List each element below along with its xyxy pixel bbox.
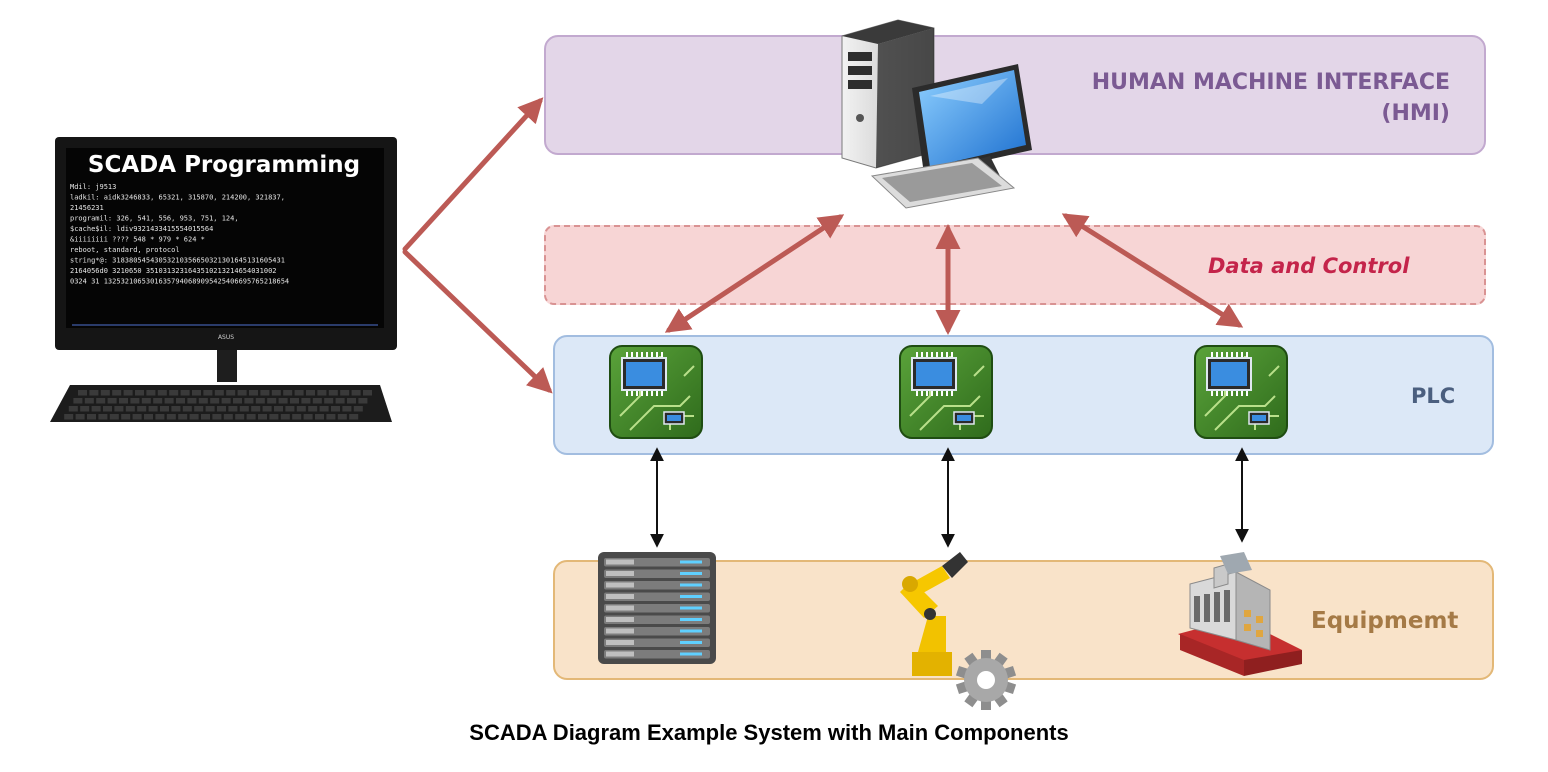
- arrow-programming-to-hmi: [402, 97, 544, 252]
- programming-code-line: &iiiiiiii ???? 548 * 979 * 624 *: [70, 236, 205, 244]
- robot-arm-icon: [900, 552, 968, 676]
- arrow-programming-to-plc: [402, 249, 553, 394]
- circuit-board-icon: [899, 345, 993, 439]
- arrow-plc1-hmi: [664, 214, 845, 333]
- desktop-computer-icon: [841, 19, 1032, 209]
- programming-code-line: string*@: 318380545430532103566503213016…: [70, 257, 285, 265]
- arrow-plc3-hmi: [1061, 213, 1244, 328]
- factory-icon: [1178, 552, 1302, 676]
- programming-code-line: ladkil: aidk3246833, 65321, 315870, 2142…: [70, 194, 285, 202]
- programming-code-lines: Mdil: j9513 ladkil: aidk3246833, 65321, 3…: [70, 183, 289, 286]
- hmi-label-line1: HUMAN MACHINE INTERFACE: [1091, 70, 1450, 95]
- circuit-board-icon: [1194, 345, 1288, 439]
- programming-code-line: reboot, standard, protocol: [70, 246, 180, 254]
- programming-monitor-icon: SCADA Programming Mdil: j9513 ladkil: aid…: [50, 137, 397, 422]
- diagram-caption: SCADA Diagram Example System with Main C…: [469, 720, 1069, 745]
- hmi-label-line2: (HMI): [1381, 101, 1450, 126]
- gear-icon: [955, 650, 1017, 710]
- plc-label: PLC: [1411, 384, 1456, 408]
- equipment-label: Equipmemt: [1311, 608, 1459, 634]
- server-rack-icon: [598, 552, 716, 664]
- programming-code-line: 0324 31 13253210653016357940689095425406…: [70, 278, 289, 286]
- hmi-label: HUMAN MACHINE INTERFACE (HMI): [1092, 67, 1450, 129]
- programming-code-line: 2164056d0 3210650 3510313231643510213214…: [70, 267, 277, 275]
- circuit-board-icon: [609, 345, 703, 439]
- plc-layer: PLC: [553, 335, 1494, 455]
- monitor-brand: ASUS: [218, 334, 234, 341]
- programming-code-line: 21456231: [70, 204, 104, 212]
- programming-code-line: programil: 326, 541, 556, 953, 751, 124,: [70, 215, 239, 223]
- programming-code-line: $cache$il: ldiv9321433415554015564: [70, 225, 213, 233]
- programming-code-line: Mdil: j9513: [70, 183, 116, 191]
- programming-title: SCADA Programming: [88, 152, 360, 178]
